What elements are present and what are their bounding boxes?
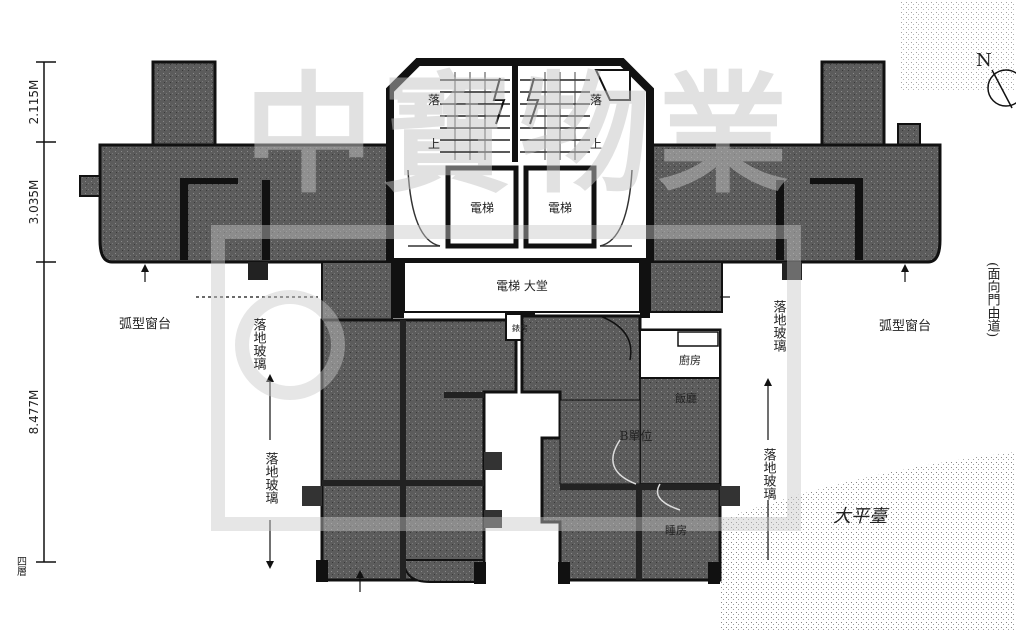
right-wall-b [855, 178, 863, 260]
road-side-label: (面向門由道) [985, 262, 1001, 337]
right-small-box [897, 123, 921, 147]
left-wall-c [262, 180, 270, 260]
glass-right-upper-label: 落地玻璃 [771, 300, 787, 352]
flat-a-wall-1 [400, 320, 406, 580]
flat-b-column-2 [708, 562, 720, 584]
lift-shaft-right [523, 165, 597, 249]
dining-room [639, 377, 721, 485]
door-swing-left [407, 169, 441, 247]
glass-left-upper-label: 落地玻璃 [251, 318, 267, 370]
left-floor-note: 四層 [15, 556, 27, 576]
flat-a-upper-room [321, 261, 393, 323]
left-top-box [151, 60, 217, 148]
door-swing-right [599, 169, 633, 247]
left-wall-a [180, 178, 188, 260]
right-top-box [820, 60, 886, 148]
break-mark-right [526, 77, 540, 125]
stair-treads-left [440, 79, 510, 153]
bay-window-left-label: 弧型窗台 [119, 316, 171, 332]
stair-up-right-label: 上 [590, 137, 602, 151]
flat-a-ac-2 [484, 510, 502, 528]
bay-window-right-label: 弧型窗台 [879, 318, 931, 334]
terrace-label: 大平臺 [833, 506, 890, 527]
lobby-wall-left [392, 262, 404, 318]
stair-landing-box [594, 69, 631, 101]
lobby-wall-right [640, 262, 650, 318]
lift-shaft-left [445, 165, 519, 249]
north-label: N [976, 50, 992, 71]
flat-b [520, 261, 740, 584]
flat-b-wall-2 [636, 484, 642, 580]
meter-room-label: 錶房 [512, 323, 528, 333]
kitchen-counter [677, 331, 719, 347]
flat-b-door-2 [612, 439, 637, 485]
flat-b-living [559, 399, 641, 485]
dimension-labels: 2.115M 3.035M 8.477M [27, 80, 41, 435]
stair-rails [454, 72, 576, 160]
lift-left-label: 電梯 [470, 201, 494, 215]
glass-left-lower-label: 落地玻璃 [263, 452, 279, 504]
dim-middle-label: 3.035M [27, 180, 41, 225]
stair-treads-right [520, 79, 590, 153]
break-mark-left [492, 77, 506, 125]
dimension-line [36, 61, 56, 563]
stair-up-left-label: 上 [428, 137, 440, 151]
dim-bottom-label: 8.477M [27, 390, 41, 435]
flat-b-column-1 [558, 562, 570, 584]
stair-down-left-label: 落 [428, 93, 440, 107]
flat-b-door-1 [599, 315, 632, 361]
compass-icon [987, 69, 1016, 109]
bedroom-label: 睡房 [665, 524, 687, 537]
right-wall-a [776, 180, 784, 260]
watermark-text: 中寶物業 [244, 59, 796, 211]
right-upper-room [649, 261, 723, 313]
flat-a-column-2 [316, 560, 328, 582]
left-wall-b [180, 178, 238, 184]
flat-a-column-3 [474, 562, 486, 584]
flat-a-wall-2 [322, 480, 484, 486]
right-wing [638, 60, 942, 280]
kitchen-label: 廚房 [679, 353, 701, 367]
lift-right-label: 電梯 [548, 201, 572, 215]
glass-right-lower-label: 落地玻璃 [761, 448, 777, 500]
lift-lobby [403, 261, 641, 313]
watermark-graphic [211, 225, 801, 531]
flat-a-main [320, 318, 518, 582]
terrace-shading [720, 452, 1016, 632]
dining-label: 飯廳 [675, 391, 697, 405]
flat-a-wall-3 [444, 392, 484, 398]
right-column [782, 262, 802, 280]
flat-a-ac-1 [484, 452, 502, 470]
left-wing [79, 60, 392, 280]
flat-a-column-1 [302, 486, 322, 506]
corner-shading [900, 0, 1016, 90]
flat-b-door-3 [656, 483, 681, 511]
flat-b-label: B單位 [620, 428, 653, 443]
right-wall-c [810, 178, 860, 184]
stair-divider [512, 66, 518, 162]
flat-b-column-3 [720, 486, 740, 506]
left-main-block [98, 143, 392, 264]
stair-down-right-label: 落 [590, 93, 602, 107]
dim-top-label: 2.115M [27, 80, 41, 125]
left-bay-stub [79, 175, 101, 197]
right-main-block [638, 143, 942, 264]
flat-a-lower [302, 261, 535, 584]
lift-lobby-label: 電梯 大堂 [496, 279, 548, 293]
flat-a-curve [402, 559, 485, 583]
left-column [248, 262, 268, 280]
arrow-heads [141, 264, 909, 578]
